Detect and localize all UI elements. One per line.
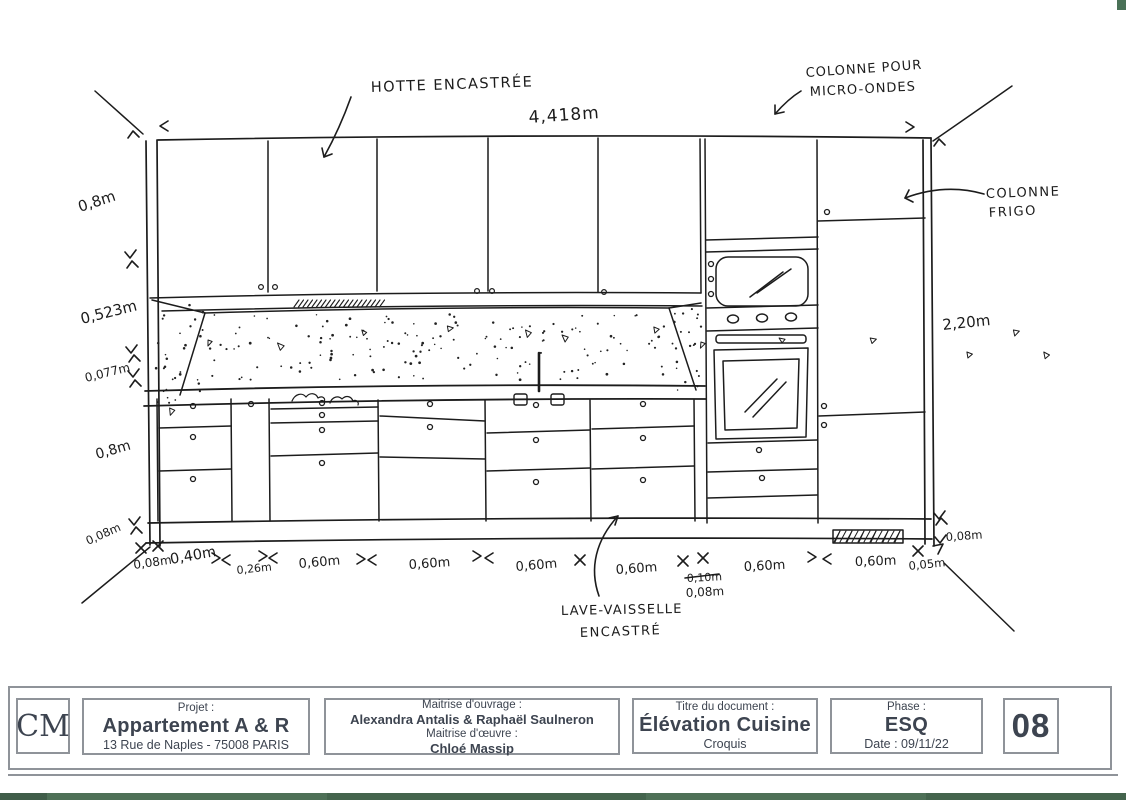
fridge-col-label-2: FRIGO — [988, 203, 1037, 220]
dishwasher-arrow — [593, 515, 619, 597]
dim-bottom-8: 0,08m — [685, 584, 724, 600]
footer-rule — [8, 774, 1118, 776]
dim-bottom-11: 0,05m — [908, 555, 946, 573]
oven-button — [726, 314, 740, 324]
dim-left-3: 0,8m — [94, 438, 133, 463]
green-segment — [47, 793, 327, 800]
oven-button — [784, 312, 798, 322]
dim-bottom-4: 0,60m — [408, 555, 451, 573]
lower-cabinets — [156, 208, 831, 522]
project-label: Projet : — [177, 701, 215, 714]
phase-value: ESQ — [884, 714, 929, 736]
fridge-door-line — [818, 411, 926, 417]
microwave — [715, 256, 809, 307]
dim-bottom-0: 0,08m — [132, 553, 172, 572]
phase-label: Phase : — [887, 701, 926, 713]
total-width-dim: 4,418m — [528, 103, 600, 128]
hood-label: HOTTE ENCASTRÉE — [371, 73, 534, 96]
oven-button — [755, 313, 769, 323]
ouvrage-label: Maitrise d'ouvrage : — [422, 698, 522, 711]
footer-green-bar — [0, 793, 1126, 800]
logo: CM — [16, 708, 70, 744]
oven-door — [713, 347, 809, 440]
dim-bottom-7-struck: 0,10m — [686, 570, 722, 585]
dim-left-1: 0,523m — [79, 296, 139, 327]
project-box: Projet : Appartement A & R 13 Rue de Nap… — [82, 698, 310, 755]
fridge-door-line — [817, 217, 926, 222]
green-segment — [646, 793, 926, 800]
tall-columns — [704, 138, 926, 544]
dim-bottom-3: 0,60m — [298, 553, 341, 572]
hood-arrow — [323, 96, 352, 158]
dim-left-4: 0,08m — [84, 520, 123, 548]
built-in-hood — [293, 299, 386, 308]
counter-object — [291, 393, 326, 403]
dishwasher-label-1: LAVE-VAISSELLE — [561, 602, 683, 619]
annotation-arrows — [321, 90, 985, 597]
microwave-col-arrow — [774, 90, 802, 115]
dim-bottom-6: 0,60m — [615, 560, 658, 578]
dim-bottom-5: 0,60m — [515, 556, 558, 575]
dishwasher-label-2: ENCASTRÉ — [580, 622, 662, 641]
faucet-handle — [513, 393, 528, 406]
maitrise-box: Maitrise d'ouvrage : Alexandra Antalis &… — [324, 698, 620, 756]
oven-handle — [715, 334, 807, 344]
wall-end-panels — [145, 135, 935, 547]
ouvrage-names: Alexandra Antalis & Raphaël Saulneron — [350, 711, 594, 727]
green-segment — [327, 793, 646, 800]
title-block: CM Projet : Appartement A & R 13 Rue de … — [8, 686, 1112, 770]
backsplash — [151, 299, 1050, 416]
green-segment — [0, 793, 47, 800]
countertop — [143, 351, 707, 407]
counter-object — [329, 395, 359, 406]
project-address: 13 Rue de Naples - 75008 PARIS — [103, 737, 289, 752]
dim-right-height: 2,20m — [942, 311, 992, 334]
sheet-number-box: 08 — [1003, 698, 1059, 754]
dim-right-plinth: 0,08m — [945, 527, 983, 544]
document-box: Titre du document : Élévation Cuisine Cr… — [632, 698, 818, 754]
plinth — [145, 517, 933, 544]
project-name: Appartement A & R — [102, 714, 290, 737]
fridge-col-arrow — [904, 188, 985, 199]
oeuvre-name: Chloé Massip — [430, 740, 514, 756]
dim-bottom-2: 0,26m — [236, 560, 272, 577]
corner-green-chip — [1117, 0, 1126, 10]
document-label: Titre du document : — [675, 701, 775, 713]
dim-bottom-9: 0,60m — [743, 558, 785, 575]
microwave-col-label-1: COLONNE POUR — [805, 58, 923, 81]
plinth-vent — [832, 529, 904, 544]
logo-box: CM — [16, 698, 70, 754]
green-segment — [926, 793, 1126, 800]
dim-bottom-1: 0,40m — [169, 544, 217, 568]
fridge-col-label-1: COLONNE — [986, 184, 1061, 202]
upper-cabinets — [149, 137, 703, 312]
faucet-handle — [550, 393, 565, 406]
dim-bottom-10: 0,60m — [855, 554, 897, 570]
phase-box: Phase : ESQ Date : 09/11/22 — [830, 698, 983, 754]
oeuvre-label: Maitrise d'œuvre : — [426, 727, 518, 740]
document-subtitle: Croquis — [703, 737, 747, 751]
document-title: Élévation Cuisine — [639, 714, 811, 736]
phase-date: Date : 09/11/22 — [864, 737, 949, 751]
microwave-col-label-2: MICRO-ONDES — [809, 79, 916, 100]
dim-left-0: 0,8m — [76, 187, 118, 216]
dim-left-2: 0,077m — [83, 360, 131, 385]
perspective-rays — [81, 85, 1015, 632]
sheet-number: 08 — [1011, 707, 1051, 744]
dimension-ticks — [124, 120, 948, 567]
kitchen-elevation-sketch: HOTTE ENCASTRÉE 4,418m COLONNE POUR MICR… — [76, 58, 1061, 641]
strikethrough — [684, 573, 720, 579]
